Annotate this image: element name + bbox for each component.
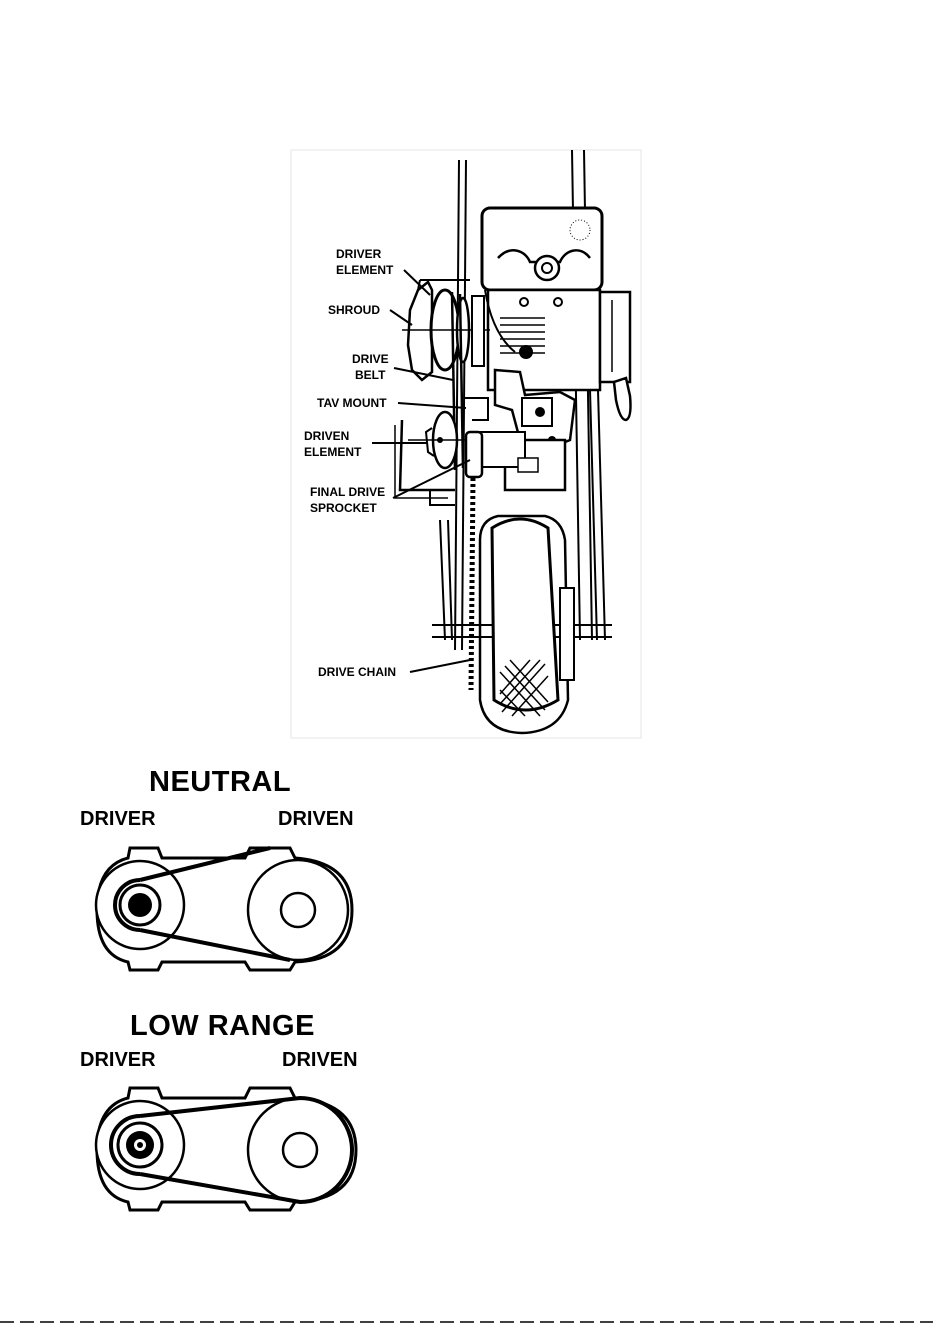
label-driven-element-line2: ELEMENT	[304, 445, 362, 459]
label-tav-mount: TAV MOUNT	[317, 396, 387, 410]
leader-drive-chain	[410, 660, 470, 672]
low-range-driven-label: DRIVEN	[282, 1049, 358, 1071]
label-driven-element-line1: DRIVEN	[304, 429, 349, 443]
leader-tav-mount	[398, 403, 466, 408]
neutral-driver-label: DRIVER	[80, 808, 156, 830]
drive-assembly-illustration	[291, 150, 641, 738]
label-driver-element-line1: DRIVER	[336, 247, 382, 261]
label-shroud: SHROUD	[328, 303, 380, 317]
low-range-title: LOW RANGE	[130, 1010, 315, 1042]
low-range-diagram: LOW RANGE DRIVER DRIVEN	[80, 1010, 358, 1210]
leader-final-drive	[393, 460, 470, 498]
label-drive-belt-line2: BELT	[355, 368, 386, 382]
label-driver-element-line2: ELEMENT	[336, 263, 394, 277]
label-final-drive-line2: SPROCKET	[310, 501, 377, 515]
label-drive-chain: DRIVE CHAIN	[318, 665, 396, 679]
neutral-title: NEUTRAL	[149, 766, 291, 798]
neutral-driven-label: DRIVEN	[278, 808, 354, 830]
label-final-drive-line1: FINAL DRIVE	[310, 485, 385, 499]
neutral-diagram: NEUTRAL DRIVER DRIVEN	[80, 766, 354, 970]
low-range-driver-label: DRIVER	[80, 1049, 156, 1071]
label-drive-belt-line1: DRIVE	[352, 352, 389, 366]
